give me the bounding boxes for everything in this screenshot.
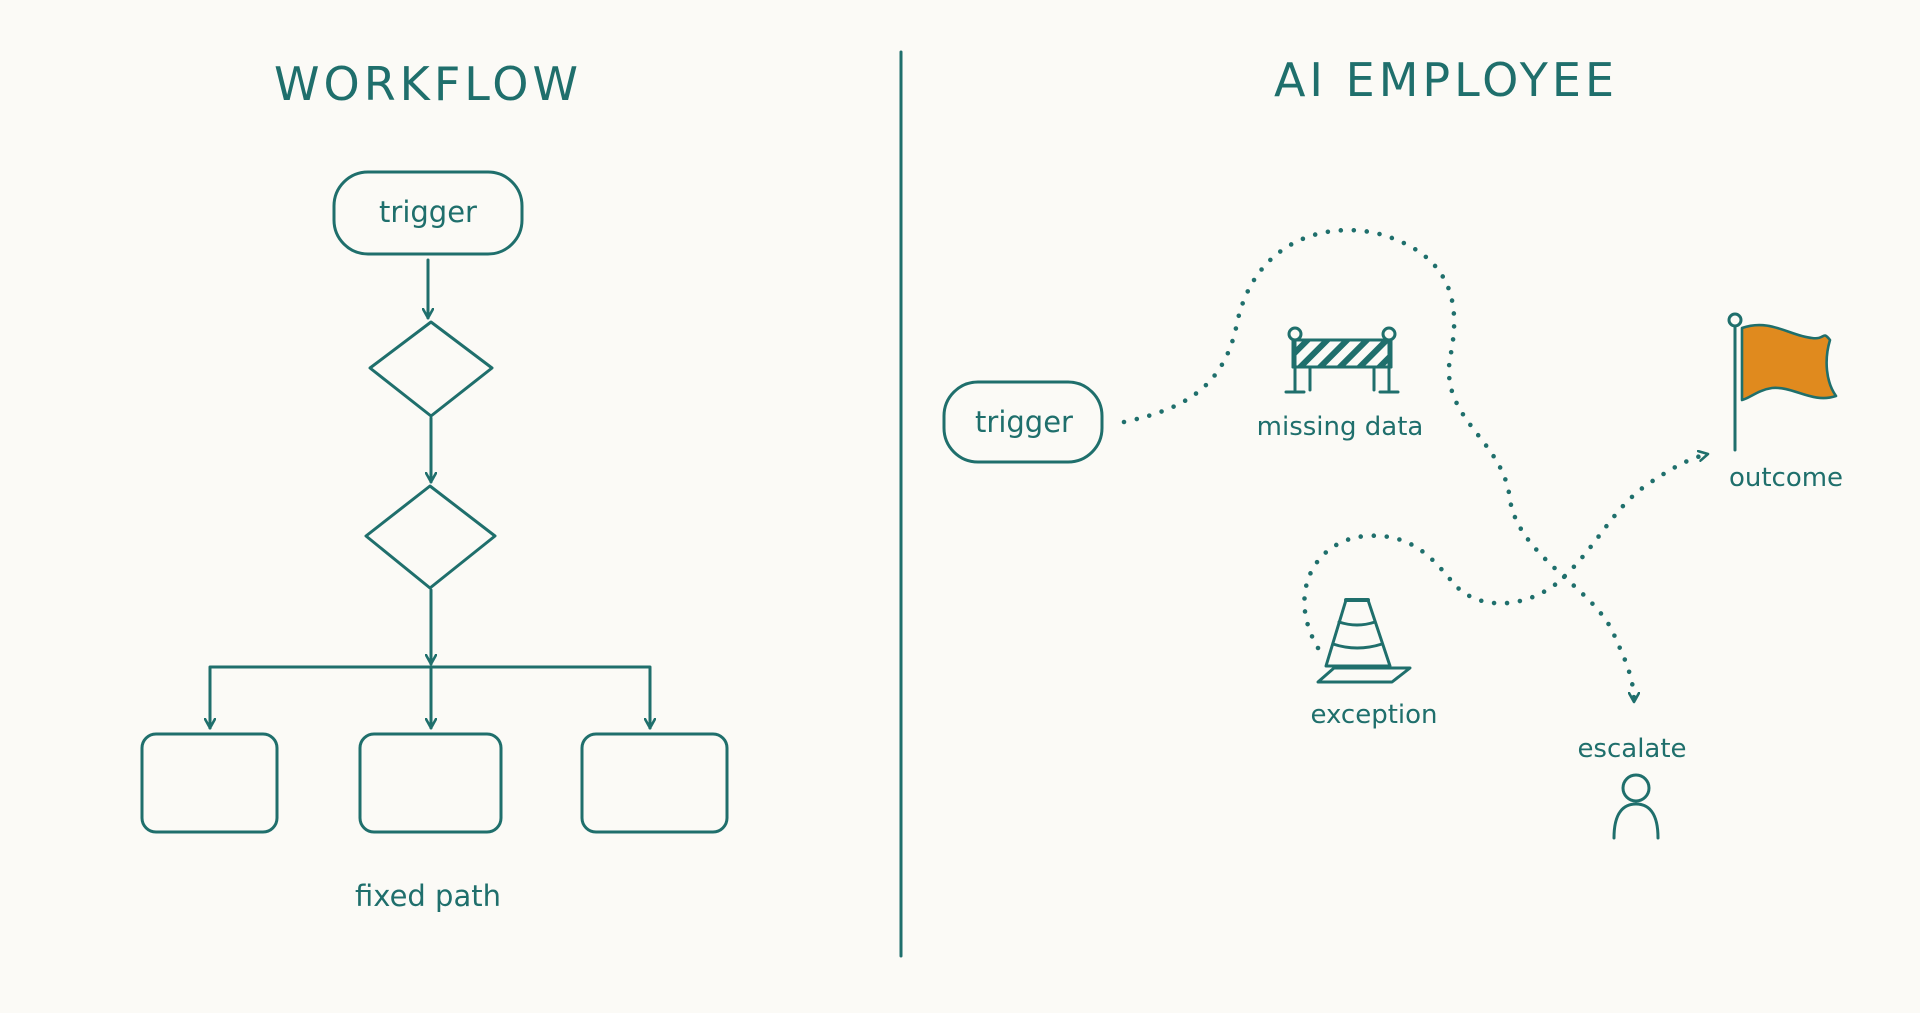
barrier-icon bbox=[1284, 326, 1400, 394]
workflow-box-left bbox=[140, 732, 279, 834]
workflow-box-right bbox=[580, 732, 729, 834]
workflow-trigger-node bbox=[332, 170, 524, 256]
workflow-trigger-label: trigger bbox=[379, 195, 477, 229]
workflow-decision-1 bbox=[368, 320, 494, 418]
ai-employee-section: AI EMPLOYEE trigger missing dat bbox=[942, 53, 1843, 840]
ai-wandering-path bbox=[1121, 227, 1634, 705]
outcome-label: outcome bbox=[1729, 463, 1843, 493]
ai-employee-title: AI EMPLOYEE bbox=[1274, 53, 1618, 107]
ai-exception-loop-path bbox=[1302, 454, 1711, 651]
workflow-section: WORKFLOW trigger fixed path bbox=[140, 57, 729, 913]
ai-trigger-label: trigger bbox=[975, 405, 1073, 439]
missing-data-label: missing data bbox=[1257, 412, 1424, 442]
escalate-label: escalate bbox=[1577, 734, 1686, 764]
exception-label: exception bbox=[1310, 700, 1437, 730]
workflow-decision-2 bbox=[364, 484, 497, 590]
traffic-cone-icon bbox=[1316, 598, 1412, 684]
ai-trigger-node bbox=[942, 380, 1104, 464]
workflow-caption: fixed path bbox=[355, 879, 501, 913]
workflow-title: WORKFLOW bbox=[274, 57, 582, 111]
person-icon bbox=[1612, 773, 1660, 840]
flag-icon bbox=[1727, 312, 1838, 452]
workflow-box-middle bbox=[358, 732, 503, 834]
